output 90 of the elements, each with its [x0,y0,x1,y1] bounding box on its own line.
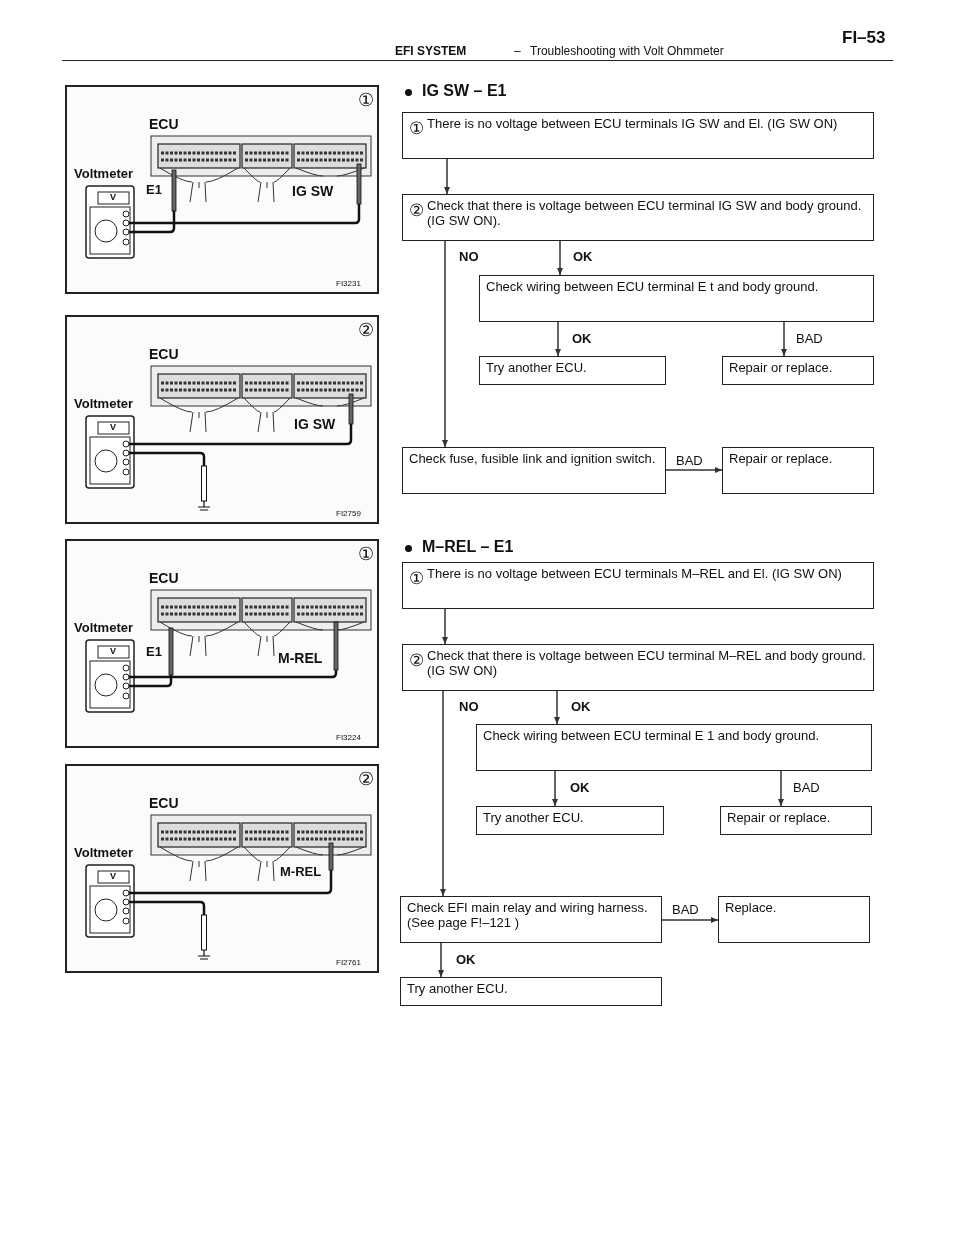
terminal-label: M-REL [280,864,322,879]
part-label: Voltmeter [74,620,133,635]
step-text: Check EFI main relay and wiring harness. (See page F!–121 ) [407,900,649,930]
arrow [444,158,450,195]
process-box [718,896,870,943]
process-box [476,806,664,835]
part-label: ECU [149,795,179,811]
header-subtitle: Troubleshooting with Volt Ohmmeter [530,44,724,58]
edge-label: OK [571,331,593,346]
step-text: Try another ECU. [486,360,587,375]
arrow [557,240,563,276]
part-label: ECU [149,570,179,586]
process-box [402,112,874,159]
figure-code: FI3224 [336,733,361,743]
terminal-label: M-REL [278,650,323,666]
figure-number: ② [358,320,374,340]
part-label: ECU [149,346,179,362]
step-text: Check wiring between ECU terminal E t and body ground. [486,279,819,294]
step-text: Check fuse, fusible link and ignition switch. [409,451,656,466]
arrow [665,467,723,473]
edge-label: BAD [671,902,700,917]
arrow [555,321,561,357]
terminal-label: E1 [146,182,162,197]
step-text: Check that there is voltage between ECU terminal M–REL and body ground. (IG SW ON) [427,648,867,678]
arrow [442,608,448,645]
edge-label: BAD [792,780,821,795]
terminal-label: IG SW [292,183,334,199]
step-number: ① [409,120,424,138]
step-text: Repair or replace. [729,360,833,375]
arrow [554,690,560,725]
edge-label: BAD [675,453,704,468]
edge-label: OK [455,952,477,967]
step-text: Repair or replace. [727,810,831,825]
figure-code: FI2761 [336,958,361,968]
edge-label: OK [570,699,592,714]
process-box [402,644,874,691]
step-text: Try another ECU. [407,981,508,996]
page-number: FI–53 [842,28,886,47]
process-box [400,896,662,943]
arrow [778,770,784,807]
figure-code: FI3231 [336,279,361,289]
process-box [722,447,874,494]
step-text: Check that there is voltage between ECU terminal IG SW and body ground. (IG SW ON). [427,198,863,228]
process-box [476,724,872,771]
process-box [402,447,666,494]
step-number: ② [409,652,424,670]
meter-unit: V [110,422,116,433]
process-box [720,806,872,835]
part-label: Voltmeter [74,845,133,860]
edge-label: NO [458,699,480,714]
process-box [722,356,874,385]
process-box [479,275,874,322]
header-separator: – [514,44,521,58]
process-box [402,562,874,609]
edge-label: OK [572,249,594,264]
edge-label: OK [569,780,591,795]
arrow [781,321,787,357]
meter-unit: V [110,871,116,882]
part-label: Voltmeter [74,396,133,411]
meter-unit: V [110,646,116,657]
section-heading: M–REL – E1 [422,538,514,556]
meter-unit: V [110,192,116,203]
step-text: Replace. [725,900,777,915]
terminal-label: E1 [146,644,162,659]
section-heading: IG SW – E1 [422,82,507,100]
step-number: ① [409,570,424,588]
header-title: EFI SYSTEM [395,44,467,58]
figure-number: ② [358,769,374,789]
arrow [661,917,719,923]
step-text: There is no voltage between ECU terminals M–REL and El. (IG SW ON) [427,566,842,581]
process-box [402,194,874,241]
arrow [440,690,446,897]
step-text: There is no voltage between ECU terminals IG SW and El. (IG SW ON) [427,116,838,131]
figure-code: FI2759 [336,509,361,519]
part-label: ECU [149,116,179,132]
edge-label: BAD [795,331,824,346]
step-text: Repair or replace. [729,451,833,466]
edge-label: NO [458,249,480,264]
arrow [438,942,444,978]
figure-number: ① [358,90,374,110]
arrow [442,240,448,448]
arrow [552,770,558,807]
step-text: Try another ECU. [483,810,584,825]
step-text: Check wiring between ECU terminal E 1 and body ground. [483,728,819,743]
process-box [479,356,666,385]
terminal-label: IG SW [294,416,336,432]
process-box [400,977,662,1006]
part-label: Voltmeter [74,166,133,181]
step-number: ② [409,202,424,220]
figure-number: ① [358,544,374,564]
